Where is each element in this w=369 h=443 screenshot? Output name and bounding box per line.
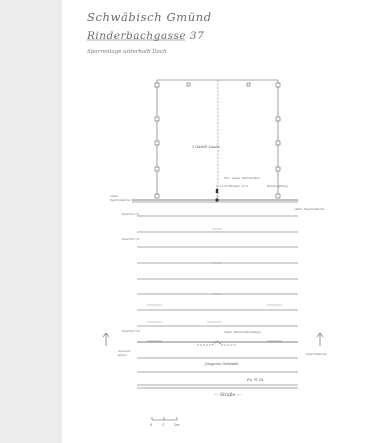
sparren-label-1: Sparren 7/1 [122, 212, 140, 216]
scale-label-2: 2m [174, 423, 180, 427]
document-sheet: Schwäbisch Gmünd Rinderbachgasse 37 Spar… [62, 0, 369, 443]
wall-opening-label: Wandoeffnung [267, 184, 289, 188]
sparren-label-2: Sparren 7/2 [122, 237, 140, 241]
document-title: Schwäbisch Gmünd [87, 10, 212, 24]
opening-note: Fur : ehem. Wandbalken [224, 176, 260, 180]
left-lower-label: Sparren-stiche [118, 349, 131, 357]
floor-label: Fu. N. St. [247, 378, 265, 382]
sparren-label-3: Sparren 7/3 [122, 329, 140, 333]
scale-label-1: 1 [162, 423, 165, 427]
floor-plan-drawing [87, 39, 324, 421]
right-rafter-label: ehem. Sparrenstiche [294, 207, 325, 211]
document-subtitle: Sparrenlage unterhalb Dach [87, 49, 167, 55]
building-label: Jüngeres Gebäude [205, 362, 239, 366]
street-label: — Straße — [214, 393, 242, 398]
left-rafter-label: ehem. Sparrenstiche [110, 194, 131, 202]
document-address: Rinderbachgasse 37 [87, 30, 205, 42]
lower-wall-note: ehem. Wandbalkeninlage [224, 330, 261, 334]
opening-note-2: zu 25 Hiebstl. 15 d [220, 184, 248, 188]
right-lower-label: Sparrenstiche [306, 352, 327, 356]
scale-label-0: 0 [150, 423, 153, 427]
room-label: 1 Gabel) Laube [192, 145, 220, 149]
